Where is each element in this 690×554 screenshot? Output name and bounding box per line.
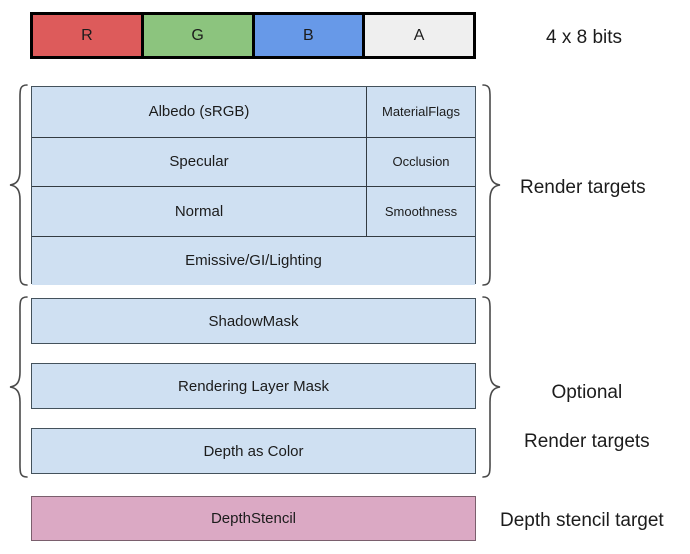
channel-bar: R G B A [30,12,476,59]
render-targets-label: Render targets [520,177,646,198]
channel-cell-a: A [365,15,473,56]
channel-cell-r: R [33,15,144,56]
channel-label-b: B [303,26,314,44]
optional-render-targets-label-line1: Optional [551,382,623,404]
render-target-alpha-cell: Smoothness [366,187,475,236]
depth-stencil-label: DepthStencil [210,510,297,527]
render-target-alpha-label: Occlusion [392,154,450,170]
render-target-main-label: Albedo (sRGB) [148,103,250,121]
optional-render-targets-label-line2: Render targets [524,430,650,452]
optional-render-targets-label: Optional Render targets [524,357,650,479]
depth-stencil-box: DepthStencil [31,496,476,541]
optional-render-target-label: ShadowMask [208,312,299,330]
render-target-row: Emissive/GI/Lighting [32,235,475,285]
channel-label-g: G [191,26,204,44]
render-target-alpha-label: MaterialFlags [381,104,461,120]
render-targets-left-brace-icon [9,84,28,286]
optional-render-targets-right-brace-icon [482,296,501,478]
render-target-main-label: Emissive/GI/Lighting [185,252,322,270]
optional-render-target-box: ShadowMask [31,298,476,344]
render-targets-right-brace-icon [482,84,501,286]
optional-render-target-label: Depth as Color [203,442,304,460]
render-target-alpha-cell: MaterialFlags [366,87,475,137]
optional-render-targets-left-brace-icon [9,296,28,478]
depth-stencil-target-label: Depth stencil target [500,510,664,531]
render-target-row: Normal Smoothness [32,186,475,236]
channel-bar-bits-label: 4 x 8 bits [546,27,623,48]
render-targets-table: Albedo (sRGB) MaterialFlags Specular Occ… [31,86,476,285]
channel-cell-g: G [143,15,255,56]
render-target-row: Albedo (sRGB) MaterialFlags [32,87,475,137]
render-target-main-label: Specular [169,153,229,171]
optional-render-target-label: Rendering Layer Mask [178,377,329,395]
optional-render-target-box: Depth as Color [31,428,476,474]
render-target-main-cell: Albedo (sRGB) [32,87,366,137]
render-target-alpha-label: Smoothness [384,203,458,219]
render-target-fullwidth-cell: Emissive/GI/Lighting [32,236,475,285]
render-target-alpha-cell: Occlusion [366,137,475,186]
render-target-main-cell: Specular [32,137,366,186]
channel-cell-b: B [254,15,366,56]
channel-label-r: R [81,26,93,44]
optional-render-target-box: Rendering Layer Mask [31,363,476,409]
channel-label-a: A [413,26,425,44]
render-target-main-cell: Normal [32,187,366,236]
render-target-main-label: Normal [174,202,224,220]
render-target-row: Specular Occlusion [32,136,475,186]
